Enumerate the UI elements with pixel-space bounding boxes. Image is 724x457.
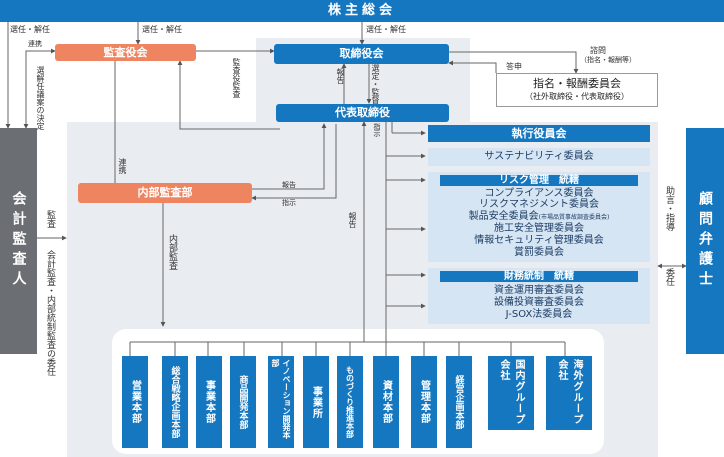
product-safety-committee: 製品安全委員会(市場品質事故調査委員会) [428,211,650,223]
label-consult: 諮問 [590,46,606,55]
executive-officers-box: 執行役員会 [428,125,650,142]
risk-management-group: リスク管理 統轄 コンプライアンス委員会 リスクマネジメント委員会 製品安全委員… [428,172,650,262]
department-box: 管理本部 [411,356,437,448]
nomination-committee-title: 指名・報酬委員会 [533,77,621,90]
accounting-auditor-label: 会計監査人 [10,191,27,291]
label-liaison: 連携 [28,40,42,48]
department-box: イノベーション開発本部 [268,356,294,448]
label-report-departments: 報告 [348,212,357,228]
representative-director-box: 代表取締役 [276,104,449,122]
product-safety-note: (市場品質事故調査委員会) [538,214,610,221]
nomination-committee-note: （社外取締役・代表取締役） [525,92,629,101]
finance-committee-item: 設備投資審査委員会 [494,297,584,308]
department-box: 営業本部 [122,356,148,448]
label-consult-note: （指名・報酬等） [580,56,636,64]
legal-advisor-box: 顧問弁護士 [686,128,724,354]
label-elect-dismiss-board: 選任・解任 [366,25,406,34]
department-box: 総合戦略企画本部 [162,356,188,448]
shareholders-meeting-box: 株主総会 [0,0,724,22]
risk-committee-item: コンプライアンス委員会 [484,188,594,199]
product-safety-label: 製品安全委員会 [468,211,539,222]
label-liaison-internal: 連携 [118,158,127,174]
risk-committee-item: 賞罰委員会 [514,247,564,258]
label-proposal-decision: 選解任議案の決定 [36,66,45,130]
label-elect-dismiss-audit-board: 選任・解任 [142,25,182,34]
sustainability-committee-box: サステナビリティ委員会 [428,148,650,166]
risk-committee-item: 情報セキュリティ管理委員会 [474,235,604,246]
department-box: ものづくり推進本部 [337,356,363,448]
legal-advisor-label: 顧問弁護士 [697,191,713,291]
financial-control-header: 財務統制 統轄 [440,271,638,282]
department-box: 経営企画本部 [446,356,472,448]
finance-committee-item: 資金運用審査委員会 [494,285,584,296]
label-answer: 答申 [506,62,522,71]
label-elect-supervise: 選定・監督 [371,64,380,104]
risk-management-header: リスク管理 統轄 [440,175,638,186]
nomination-committee-box: 指名・報酬委員会 （社外取締役・代表取締役） [496,73,658,107]
risk-committee-item: リスクマネジメント委員会 [479,199,599,210]
audit-board-box: 監査役会 [55,44,196,61]
label-elect-dismiss-auditor: 選任・解任 [10,25,50,34]
label-report-board: 報告 [336,68,345,84]
department-box: 事業本部 [196,356,222,448]
financial-control-group: 財務統制 統轄 資金運用審査委員会 設備投資審査委員会 J-SOX法委員会 [428,268,650,324]
label-instruct-internal: 指示 [282,199,296,207]
label-commission: 委任 [664,268,674,286]
label-instruct-exec: 指示 [373,123,381,137]
board-of-directors-box: 取締役会 [274,44,449,64]
label-advice: 助言・指導 [664,186,674,231]
label-report-internal: 報告 [282,181,296,189]
department-box: 国内グループ会社 [488,356,534,430]
department-box: 海外グループ会社 [546,356,592,430]
risk-committee-item: 施工安全管理委員会 [494,223,584,234]
finance-committee-item: J-SOX法委員会 [505,309,573,320]
internal-audit-box: 内部監査部 [78,183,252,203]
label-internal-audit: 内部監査 [167,234,177,270]
department-box: 事業所 [303,356,329,448]
label-audit-commission: 会計監査・内部統制監査の委任 [45,250,55,376]
label-audit: 監査 [45,210,55,228]
department-box: 商品開発本部 [230,356,256,448]
department-box: 資材本部 [373,356,399,448]
label-auditor-audit: 監査役監査 [232,58,241,98]
accounting-auditor-box: 会計監査人 [0,128,37,354]
